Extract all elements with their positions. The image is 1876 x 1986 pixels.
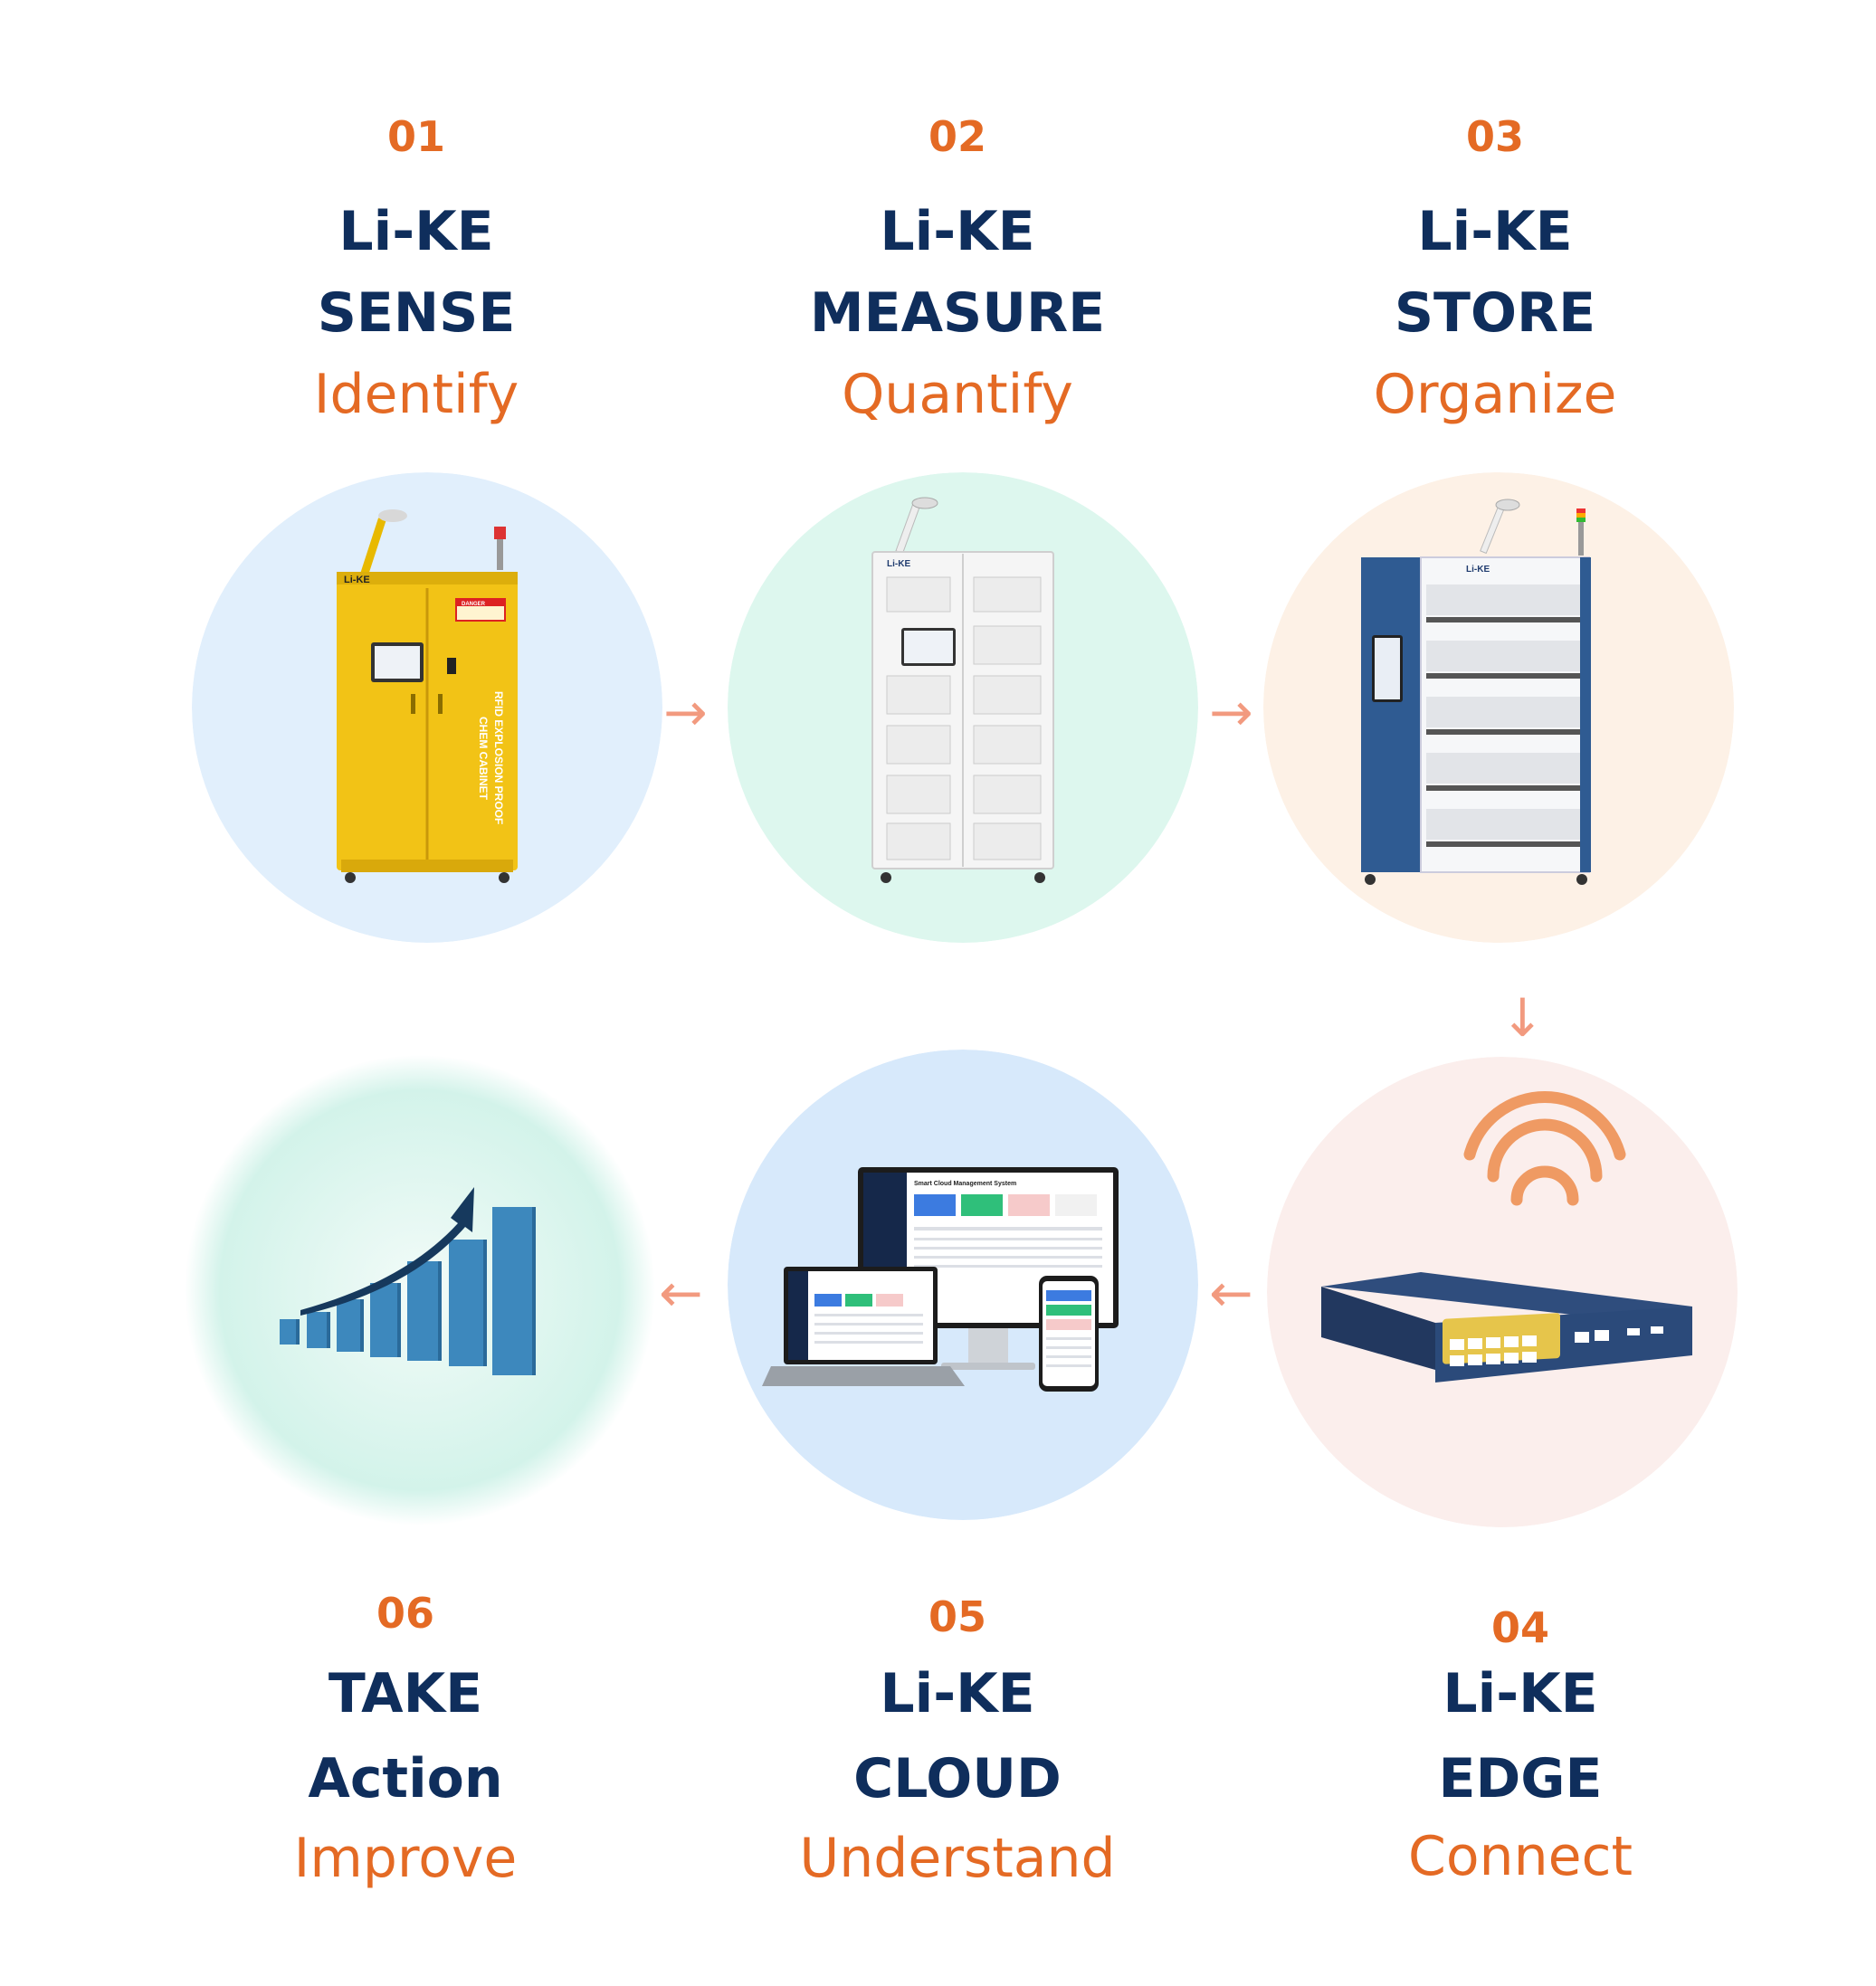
step-verb: Quantify [842,363,1073,426]
step-title-line2: EDGE [1438,1747,1603,1810]
svg-text:Li-KE: Li-KE [1466,565,1490,575]
step-title-line2: CLOUD [853,1747,1062,1810]
network-switch-icon [1267,1057,1738,1527]
sense-cabinet-image: Li-KE DANGER RFID EXPLOSION PROOF CHEM C… [192,472,662,943]
step-verb: Organize [1373,363,1617,426]
step-number: 06 [376,1589,434,1638]
svg-text:CHEM CABINET: CHEM CABINET [477,717,490,801]
step-title-line1: Li-KE [1443,1662,1598,1725]
svg-text:Li-KE: Li-KE [887,559,910,569]
arrow-right-icon: → [1209,681,1253,743]
svg-text:Li-KE: Li-KE [344,575,370,585]
step-title-line2: SENSE [317,281,516,345]
measure-cabinet-image: Li-KE [728,472,1198,943]
step-verb: Improve [293,1827,518,1890]
step-title-line2: Action [308,1747,503,1810]
step-title-line1: Li-KE [338,200,494,263]
blue-rack-icon: Li-KE [1263,472,1734,943]
step-05: 05 Li-KE CLOUD Understand [722,1596,1193,1886]
svg-text:DANGER: DANGER [462,602,486,607]
step-title-line1: TAKE [328,1662,483,1725]
step-title-line2: STORE [1394,281,1596,345]
cloud-devices-image: Smart Cloud Management System [728,1050,1198,1520]
edge-switch-image [1267,1057,1738,1527]
growth-chart-icon [185,1055,655,1525]
step-01: 01 Li-KE SENSE Identify [181,116,652,422]
step-title-line1: Li-KE [880,1662,1035,1725]
arrow-right-icon: → [663,681,708,743]
step-03: 03 Li-KE STORE Organize [1260,116,1730,422]
step-title-line2: MEASURE [809,281,1106,345]
dashboard-devices-icon: Smart Cloud Management System [728,1050,1198,1520]
step-verb: Identify [313,363,519,426]
step-number: 02 [928,112,986,161]
white-cabinet-icon: Li-KE [728,472,1198,943]
store-rack-image: Li-KE [1263,472,1734,943]
step-number: 05 [928,1592,986,1641]
step-02: 02 Li-KE MEASURE Quantify [722,116,1193,422]
step-title-line1: Li-KE [880,200,1035,263]
step-verb: Understand [799,1827,1116,1890]
yellow-cabinet-icon: Li-KE DANGER RFID EXPLOSION PROOF CHEM C… [192,472,662,943]
action-growth-image [185,1055,655,1525]
step-number: 03 [1465,112,1524,161]
svg-text:Smart Cloud Management System: Smart Cloud Management System [914,1181,1016,1187]
arrow-down-icon: ↓ [1500,987,1545,1049]
step-verb: Connect [1407,1825,1633,1888]
step-04: 04 Li-KE EDGE Connect [1285,1607,1756,1884]
svg-text:RFID EXPLOSION PROOF: RFID EXPLOSION PROOF [492,691,505,824]
step-number: 04 [1490,1603,1549,1652]
arrow-left-icon: ← [659,1262,703,1324]
arrow-left-icon: ← [1209,1262,1253,1324]
step-number: 01 [386,112,445,161]
step-title-line1: Li-KE [1417,200,1573,263]
step-06: 06 TAKE Action Improve [170,1592,641,1886]
